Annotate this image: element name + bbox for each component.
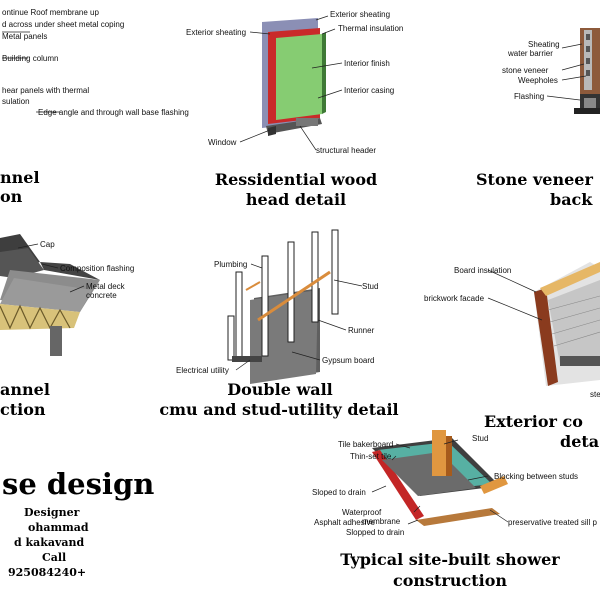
label-flashing: Flashing — [514, 92, 545, 101]
brand-name: se design — [2, 467, 155, 501]
label-plumbing: Plumbing — [214, 260, 248, 269]
label-weepholes: Weepholes — [518, 76, 558, 85]
label-exterior-sheating-left: Exterior sheating — [186, 28, 247, 37]
label-membrane: membrane — [362, 517, 401, 526]
label-roof-membrane: ontinue Roof membrane up — [2, 8, 99, 17]
label-composition-flashing: Composition flashing — [60, 264, 135, 273]
channel-title-line2: ction — [0, 400, 46, 419]
label-building-column: Building column — [2, 54, 59, 63]
label-brickwork-facade: brickwork facade — [424, 294, 485, 303]
stone-veneer-title-line2: back — [550, 190, 593, 209]
credit-line-designer: Designer — [24, 506, 80, 519]
label-structural-header: structural header — [316, 146, 377, 155]
label-shear-panels: hear panels with thermal — [2, 86, 90, 95]
wood-head-title-line1: Ressidential wood — [214, 170, 378, 189]
label-waterproof: Waterproof — [342, 508, 382, 517]
stone-veneer-title-line1: Stone veneer — [476, 170, 593, 189]
double-wall-illustration — [227, 229, 339, 384]
label-window: Window — [208, 138, 237, 147]
metal-panel-title-line1: nnel — [0, 168, 40, 187]
wood-head-title-line2: head detail — [245, 190, 347, 209]
label-blocking-between-studs: Blocking between studs — [494, 472, 579, 481]
wood-head-illustration — [262, 18, 326, 136]
label-interior-casing: Interior casing — [344, 86, 395, 95]
label-electrical-utility: Electrical utility — [176, 366, 229, 375]
channel-title-line1: annel — [0, 380, 50, 399]
label-thermal-insulation: Thermal insulation — [338, 24, 404, 33]
label-thin-set-tile: Thin-set tile — [350, 452, 392, 461]
exterior-corner-title-line1: Exterior co — [484, 412, 583, 431]
label-tile-bakerboard: Tile bakerboard — [338, 440, 394, 449]
label-metal-panels: Metal panels — [2, 32, 48, 41]
credit-line-name2: d kakavand — [14, 536, 85, 549]
label-slopped-to-drain: Slopped to drain — [346, 528, 405, 537]
label-water-barrier: water barrier — [508, 49, 553, 58]
double-wall-title-line1: Double wall — [227, 380, 333, 399]
channel-illustration — [0, 234, 100, 356]
exterior-corner-title-line2: deta — [560, 432, 600, 451]
credit-line-phone: 925084240+ — [8, 566, 87, 579]
label-sheet-metal-coping: d across under sheet metal coping — [2, 20, 125, 29]
stone-veneer-illustration — [574, 28, 600, 114]
label-sheating: Sheating — [528, 40, 560, 49]
label-stud: Stud — [472, 434, 489, 443]
credit-line-call: Call — [42, 551, 67, 564]
label-asphalt-adhesive: Asphalt adhesive — [314, 518, 375, 527]
label-exterior-sheating-top: Exterior sheating — [330, 10, 391, 19]
shower-title-line2: construction — [392, 571, 508, 590]
label-gypsum-board: Gypsum board — [322, 356, 375, 365]
label-steel: ste — [590, 390, 600, 399]
credit-line-name1: ohammad — [28, 521, 89, 534]
label-stud: Stud — [362, 282, 379, 291]
double-wall-title-line2: cmu and stud-utility detail — [159, 400, 399, 419]
label-stone-veneer: stone veneer — [502, 66, 549, 75]
label-preservative-treated-sill: preservative treated sill p — [508, 518, 597, 527]
label-concrete: concrete — [86, 291, 117, 300]
label-runner: Runner — [348, 326, 375, 335]
label-interior-finish: Interior finish — [344, 59, 390, 68]
label-metal-deck: Metal deck — [86, 282, 125, 291]
shower-illustration — [372, 430, 508, 526]
label-board-insulation: Board insulation — [454, 266, 512, 275]
metal-panel-title-line2: on — [0, 187, 23, 206]
exterior-corner-illustration — [534, 262, 600, 386]
label-edge-angle: Edge angle and through wall base flashin… — [38, 108, 189, 117]
label-sloped-to-drain: Sloped to drain — [312, 488, 366, 497]
label-cap: Cap — [40, 240, 55, 249]
shower-title-line1: Typical site-built shower — [340, 550, 560, 569]
label-insulation: sulation — [2, 97, 30, 106]
